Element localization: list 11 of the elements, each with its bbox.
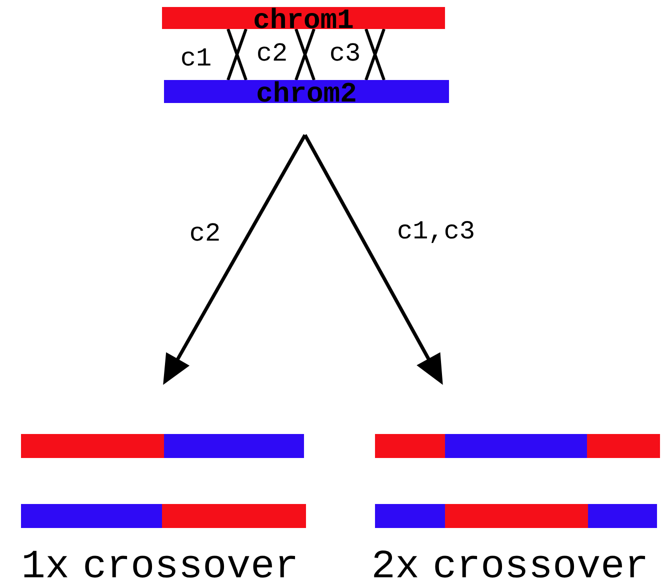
crossover-label: c2 bbox=[258, 43, 286, 61]
crossover-label: c3 bbox=[331, 43, 359, 61]
node-label: 2x crossover bbox=[374, 550, 646, 578]
node-label: 1x crossover bbox=[24, 550, 296, 578]
chromosome-bar: chrom2 bbox=[164, 80, 449, 103]
edge-label: c2 bbox=[188, 222, 222, 242]
chromosome-pair: 2x crossover bbox=[374, 434, 660, 578]
edge-label: c1,c3 bbox=[396, 220, 476, 244]
crossover-label: c1 bbox=[182, 48, 210, 66]
chromosome-pair: 1x crossover bbox=[21, 434, 306, 578]
chromosome-bar: chrom1 bbox=[162, 7, 445, 29]
